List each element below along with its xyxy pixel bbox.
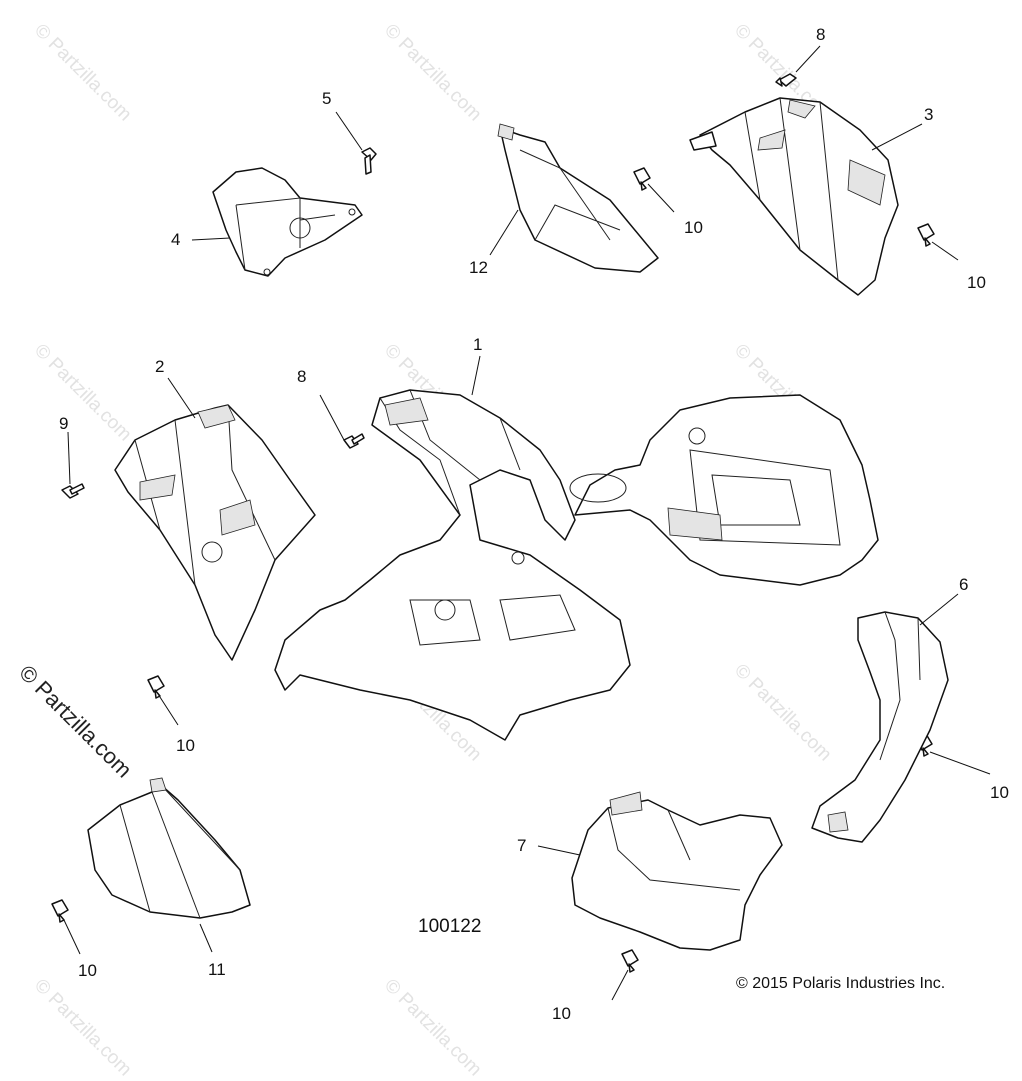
callout-5: 5 [322, 89, 332, 108]
callout-12: 12 [469, 258, 488, 277]
part-2-side-panel [114, 404, 316, 661]
part-11-panel [87, 777, 251, 919]
callout-10: 10 [967, 273, 986, 292]
callout-6: 6 [959, 575, 969, 594]
diagram-drawing [51, 45, 991, 1001]
part-1-main-body [274, 389, 879, 741]
callout-7: 7 [517, 836, 527, 855]
copyright-notice: © 2015 Polaris Industries Inc. [736, 975, 946, 992]
callout-1: 1 [473, 335, 483, 354]
callout-8: 8 [816, 25, 826, 44]
callout-10: 10 [684, 218, 703, 237]
part-5-screw [361, 147, 377, 175]
part-3-side-panel [689, 97, 899, 296]
part-8-screw [343, 433, 365, 449]
callout-10: 10 [78, 961, 97, 980]
callout-4: 4 [171, 230, 181, 249]
callout-2: 2 [155, 357, 165, 376]
callout-10: 10 [176, 736, 195, 755]
callout-9: 9 [59, 414, 69, 433]
part-10-pushpin [621, 949, 639, 973]
part-8-screw [775, 73, 797, 87]
callout-3: 3 [924, 105, 934, 124]
part-4-console-cover [212, 167, 363, 277]
leader-lines [63, 45, 991, 1001]
parts-diagram: © Partzilla.com © Partzilla.com © Partzi… [14, 20, 1009, 1080]
callout-10: 10 [990, 783, 1009, 802]
part-12-panel [497, 123, 659, 273]
part-10-pushpin [147, 675, 165, 699]
part-10-pushpin [633, 167, 651, 191]
callout-11: 11 [208, 960, 226, 979]
part-10-pushpin [917, 223, 935, 247]
callout-8: 8 [297, 367, 307, 386]
part-10-pushpin [51, 899, 69, 923]
part-7-lower-panel [571, 791, 783, 951]
part-9-screw [61, 483, 85, 499]
diagram-id: 100122 [418, 916, 482, 937]
part-6-side-guard [811, 611, 949, 843]
callout-10: 10 [552, 1004, 571, 1023]
